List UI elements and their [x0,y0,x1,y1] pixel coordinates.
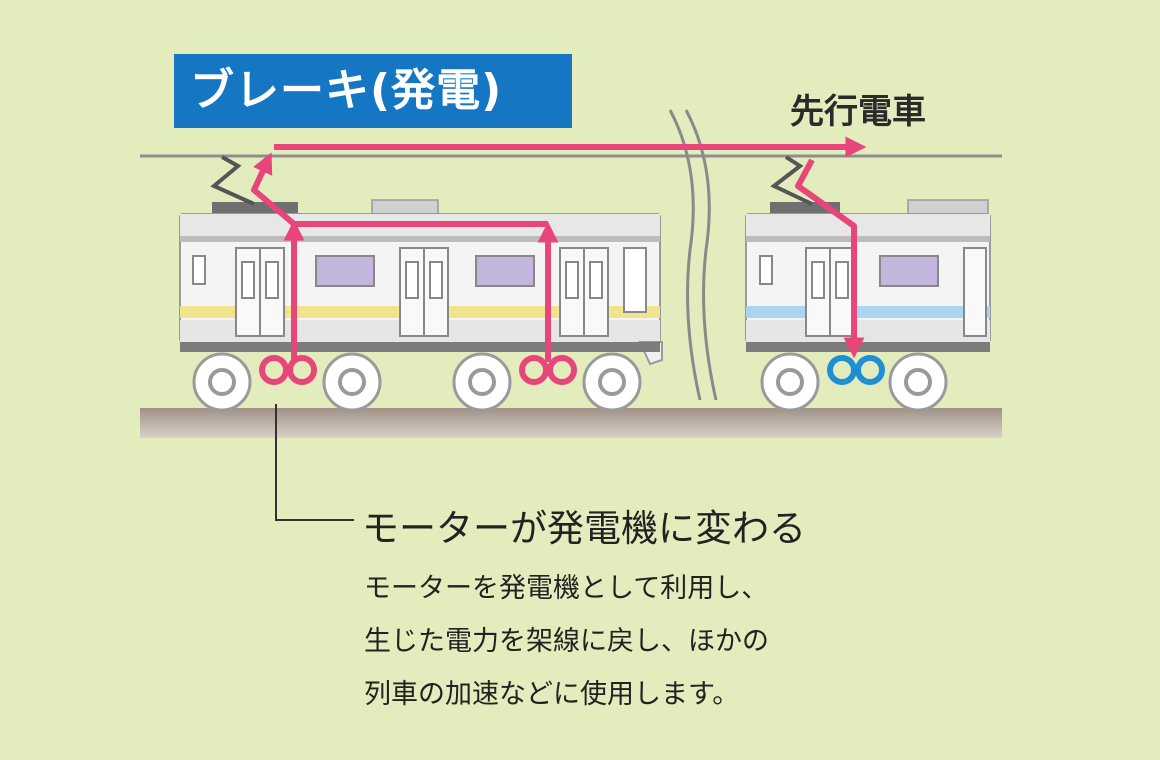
lead-train-label: 先行電車 [790,92,926,132]
motor-consuming-right [827,355,885,385]
description-line: モーターを発電機として利用し、 [364,573,769,604]
pantograph-left [210,155,255,206]
power-flow [251,136,867,362]
window [879,255,939,287]
wheel [760,352,948,412]
ground [140,408,1002,438]
braking-train [179,155,663,412]
wheel [192,352,642,412]
lead-train [745,155,991,412]
leader-line [275,404,354,521]
motor-generating-left [259,355,577,385]
pantograph-right [770,155,813,206]
title-box: ブレーキ(発電) [174,54,572,128]
description-line: 列車の加速などに使用します。 [364,679,740,710]
description: モーターを発電機として利用し、 生じた電力を架線に戻し、ほかの 列車の加速などに… [364,562,769,721]
heading: モーターが発電機に変わる [362,507,806,550]
window [475,255,535,287]
description-line: 生じた電力を架線に戻し、ほかの [364,626,769,657]
window [315,255,375,287]
break-mark [668,109,718,401]
stripe-blue [746,306,990,318]
